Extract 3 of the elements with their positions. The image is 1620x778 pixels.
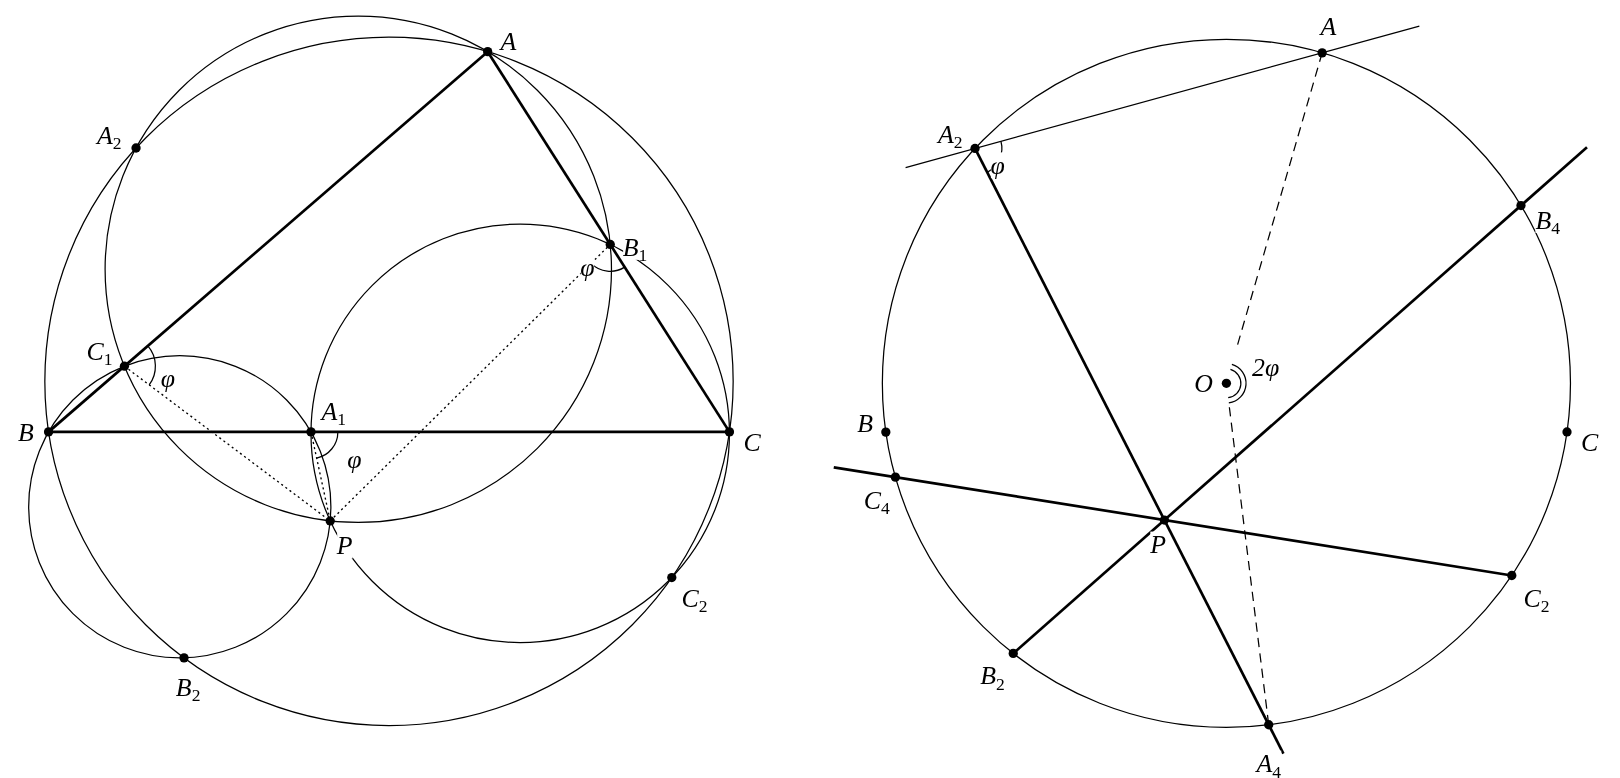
angle-label: φ: [990, 152, 1005, 178]
point-label: A$_{4}$: [1256, 751, 1281, 777]
point-label: P: [336, 532, 353, 559]
